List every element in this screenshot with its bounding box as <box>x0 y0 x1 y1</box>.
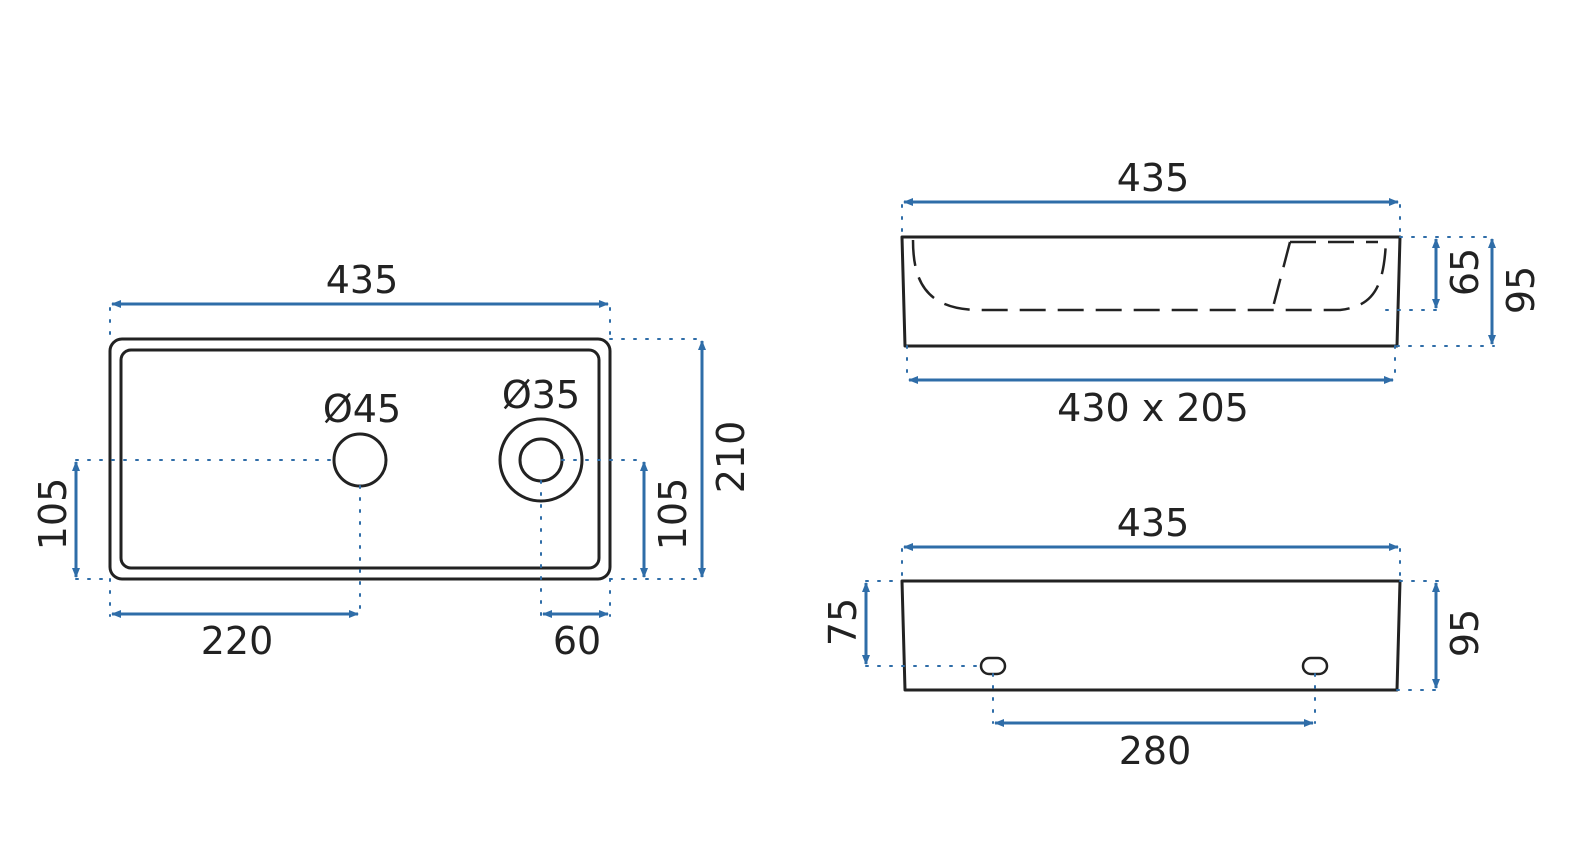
side-view: 435 430 x 205 65 95 <box>900 156 1543 430</box>
side-height-label: 95 <box>1499 266 1543 314</box>
mount-hole-right <box>1301 656 1329 676</box>
drain-hidden-contour <box>1270 240 1378 312</box>
drain-x-label: 60 <box>553 619 601 663</box>
tap-hole-label: Ø45 <box>323 387 401 431</box>
tap-hole <box>332 432 388 488</box>
top-height-label: 210 <box>709 421 753 494</box>
inner-depth-label: 65 <box>1443 248 1487 296</box>
tap-x-label: 220 <box>201 619 274 663</box>
back-width-label: 435 <box>1117 501 1190 545</box>
mount-hole-left <box>979 656 1007 676</box>
bowl-hidden-contour <box>911 239 1388 312</box>
back-view: 435 75 95 280 <box>821 501 1487 773</box>
side-outline <box>900 235 1402 348</box>
mount-spacing-label: 280 <box>1119 729 1192 773</box>
side-width-label: 435 <box>1117 156 1190 200</box>
drain-outer-ring <box>498 417 584 503</box>
right-offset-label: 105 <box>651 478 695 551</box>
drain-hole <box>518 437 564 483</box>
bowl-label: 430 x 205 <box>1057 386 1249 430</box>
top-width-label: 435 <box>326 258 399 302</box>
left-offset-label: 105 <box>31 478 75 551</box>
mount-height-label: 75 <box>821 598 865 646</box>
drain-hole-label: Ø35 <box>502 373 580 417</box>
back-height-label: 95 <box>1443 609 1487 657</box>
top-view: 435 Ø45 Ø35 210 105 105 220 60 <box>31 258 753 663</box>
back-outline <box>900 579 1402 692</box>
